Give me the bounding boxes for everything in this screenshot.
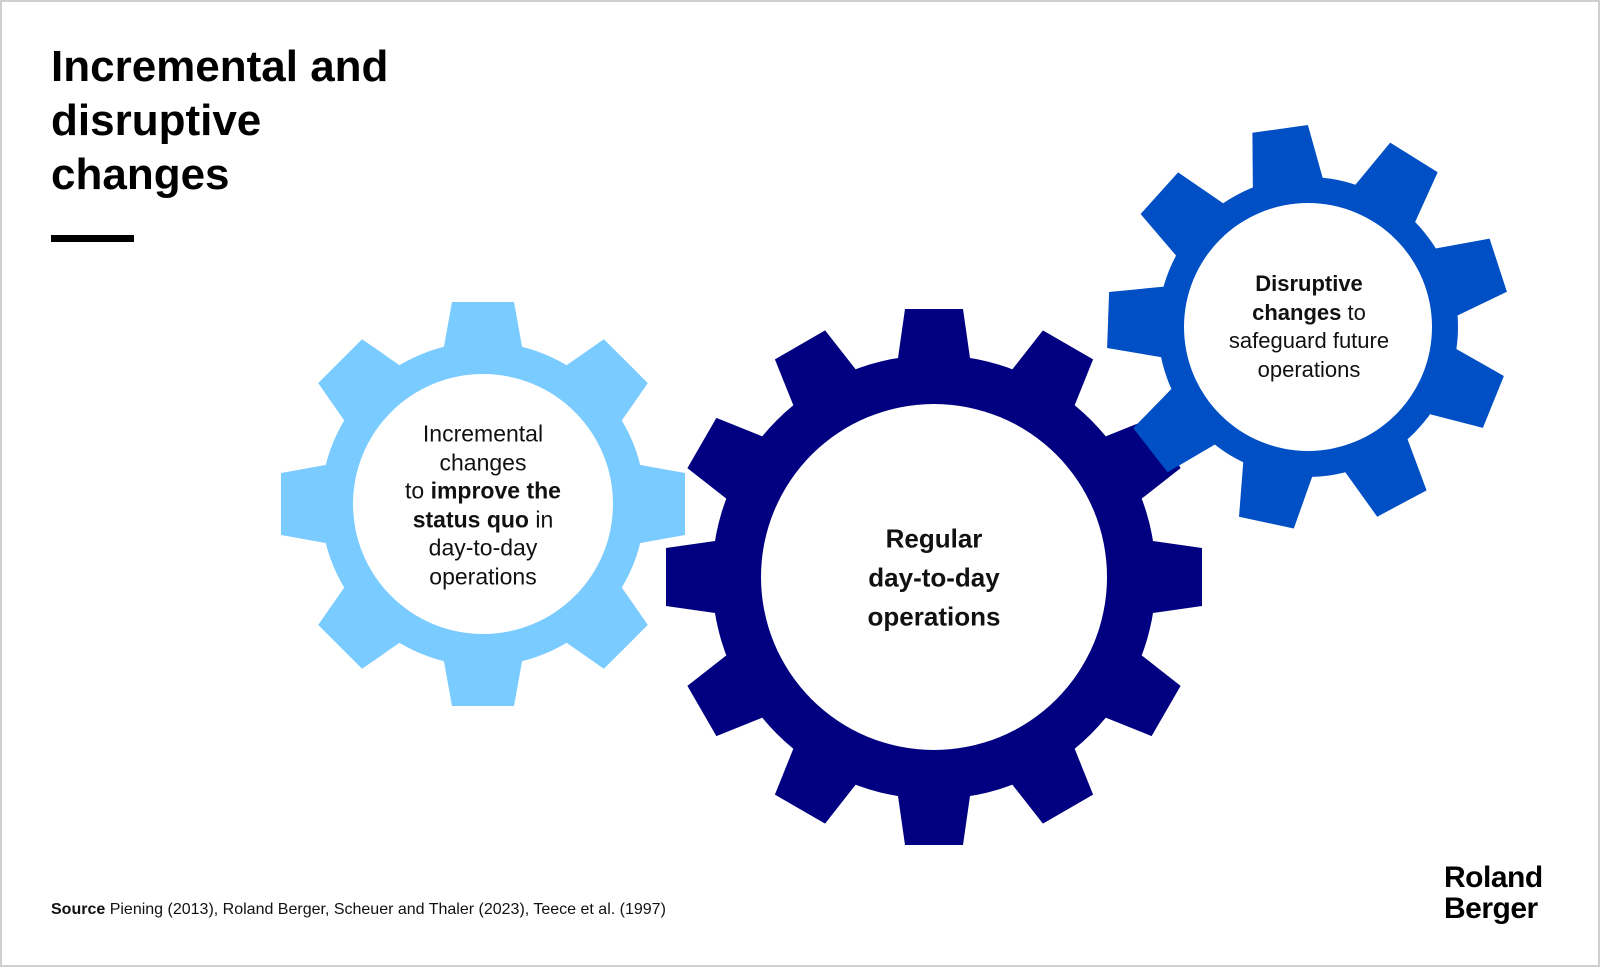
source-label: Source (51, 901, 106, 918)
gear-incremental (281, 302, 685, 706)
gear-tooth (1107, 286, 1170, 359)
gear-tooth (687, 651, 769, 737)
label-line: operations (867, 601, 1001, 632)
label-text: to (1341, 299, 1366, 325)
label-line: day-to-day (868, 562, 1000, 593)
gear-hole (1184, 203, 1432, 451)
gear-tooth (897, 789, 971, 845)
label-line: Incremental (422, 420, 544, 447)
label-text: to (405, 477, 431, 504)
title-underline (51, 235, 134, 242)
gear-tooth (443, 302, 523, 352)
gear-regular-label: Regular day-to-day operations (784, 520, 1084, 637)
gear-tooth (1008, 330, 1094, 412)
gear-tooth (1341, 433, 1427, 517)
gear-incremental-label: Incremental changes to improve the statu… (373, 420, 593, 591)
gear-tooth (1133, 384, 1220, 473)
gear-tooth (1424, 346, 1504, 428)
gear-tooth (666, 540, 722, 614)
gear-disruptive (1107, 125, 1507, 529)
gear-tooth (562, 339, 648, 425)
gear-regular (666, 309, 1202, 845)
label-line: Regular (885, 523, 983, 554)
label-line: changes (439, 449, 527, 475)
source-text: Piening (2013), Roland Berger, Scheuer a… (105, 901, 666, 918)
gear-tooth (318, 339, 404, 425)
label-bold: changes (1252, 299, 1342, 325)
gear-hole (761, 404, 1107, 750)
gear-tooth (318, 583, 404, 669)
logo-line: Berger (1444, 892, 1538, 925)
gear-tooth (1351, 142, 1438, 228)
logo-line: Roland (1444, 861, 1543, 894)
gear-hole (353, 374, 613, 634)
gear-tooth (1146, 540, 1202, 614)
source-note: Source Piening (2013), Roland Berger, Sc… (51, 901, 666, 919)
gear-tooth (687, 417, 769, 503)
label-text: in (528, 506, 554, 532)
gear-tooth (1008, 742, 1094, 824)
gear-tooth (562, 583, 648, 669)
label-bold: Disruptive (1255, 271, 1363, 296)
gear-tooth (1430, 238, 1507, 318)
label-line: operations (1257, 356, 1361, 382)
gear-tooth (635, 464, 685, 544)
gear-tooth (281, 464, 331, 544)
gear-tooth (1252, 125, 1325, 194)
page-title: Incremental and disruptive changes (51, 42, 389, 199)
label-line: safeguard future (1228, 328, 1390, 353)
gear-tooth (443, 656, 523, 706)
gear-tooth (1099, 651, 1181, 737)
label-line: day-to-day (428, 534, 538, 561)
label-bold: improve the (430, 477, 561, 504)
gear-tooth (1239, 456, 1315, 529)
roland-berger-logo: Roland Berger (1444, 862, 1543, 924)
label-line: operations (429, 563, 537, 589)
gear-tooth (897, 309, 971, 365)
gear-disruptive-label: Disruptive changes to safeguard future o… (1189, 270, 1429, 384)
gear-tooth (774, 742, 860, 824)
label-bold: status quo (412, 506, 529, 532)
gear-tooth (774, 330, 860, 412)
gear-tooth (1140, 172, 1228, 261)
